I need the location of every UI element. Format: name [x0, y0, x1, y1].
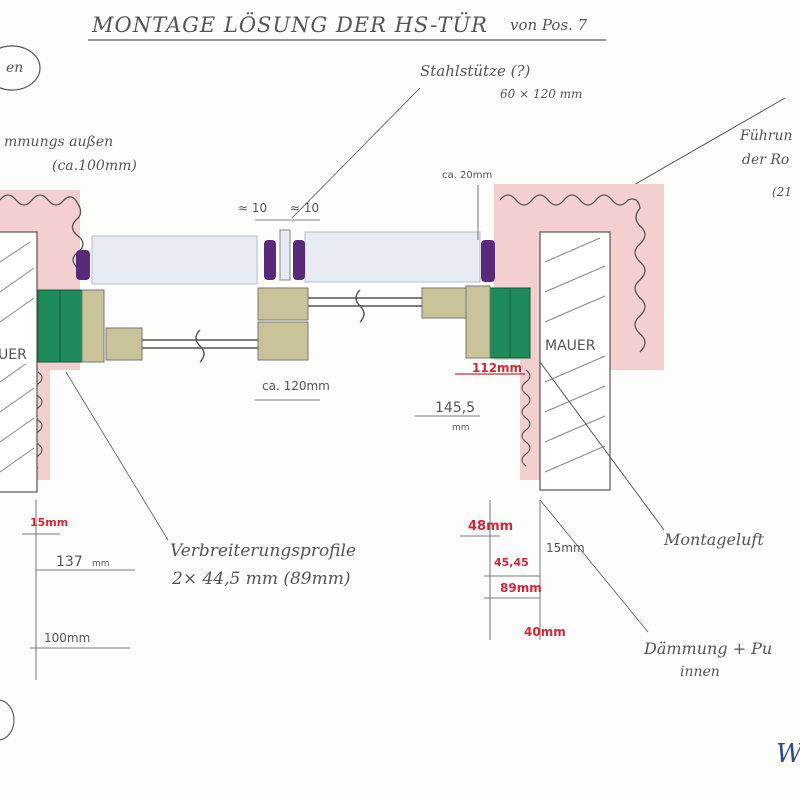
dim-48: 48mm: [468, 519, 513, 534]
seal-center-left: [264, 240, 276, 280]
sash-center-lower: [257, 321, 309, 361]
steel-post: [279, 229, 291, 281]
left-lower-dims: 15mm 137 mm 100mm: [22, 500, 135, 680]
break-mark-lower: [195, 329, 205, 363]
dim-145-unit: mm: [452, 423, 470, 433]
right-lower-dims: 48mm 15mm 45,45 89mm 40mm: [460, 500, 585, 640]
seal-center-right: [293, 240, 305, 280]
insulation-inside-label: Dämmung + Pu: [643, 639, 772, 658]
seal-left: [76, 250, 90, 280]
wall-right-label: MAUER: [545, 338, 596, 354]
sash-center-upper: [257, 287, 309, 321]
insulation-outside-label: mmungs außen: [4, 134, 113, 150]
right-note-line1: Führun: [739, 128, 792, 144]
right-note-line2: der Ro: [742, 152, 789, 168]
seal-right: [481, 240, 495, 282]
signature: W: [776, 739, 800, 769]
profiles-label: Verbreiterungsprofile: [170, 541, 356, 561]
frame-right: [465, 285, 491, 359]
ca20-dim: ca. 20mm: [442, 170, 492, 181]
insulation-inside-leader: [539, 499, 649, 633]
insulation-inside-sub: innen: [680, 664, 720, 680]
dim-40: 40mm: [524, 625, 566, 639]
corner-note: en: [6, 60, 23, 76]
insulation-outside-size: (ca.100mm): [52, 158, 137, 174]
gap-right-dim: ≈ 10: [290, 201, 319, 215]
steel-support-size: 60 × 120 mm: [500, 87, 582, 101]
dim-89: 89mm: [500, 581, 542, 595]
glass-panel-left: [91, 235, 258, 285]
break-mark-upper: [355, 289, 365, 323]
note-circle: [0, 45, 41, 91]
dim-15-right: 15mm: [546, 541, 585, 555]
drawing-title: MONTAGE LÖSUNG DER HS-TÜR: [91, 12, 488, 37]
glass-panel-right: [304, 231, 481, 283]
dim-137: 137: [56, 554, 83, 570]
bottom-circle: [0, 699, 15, 741]
dim-4545: 45,45: [494, 556, 529, 569]
dim-112: 112mm: [472, 361, 522, 375]
dim-145: 145,5: [435, 400, 475, 416]
profiles-size: 2× 44,5 mm (89mm): [171, 569, 351, 589]
drawing-title-position: von Pos. 7: [510, 16, 588, 34]
wall-left: UER: [0, 190, 84, 493]
wall-left-label: UER: [0, 347, 27, 363]
sash-right: [421, 287, 467, 319]
dim-15-left: 15mm: [30, 516, 68, 529]
frame-left: [81, 289, 105, 363]
gap-label: Montageluft: [663, 530, 764, 549]
right-note-line3: (21: [772, 185, 792, 199]
steel-support-label: Stahlstütze (?): [420, 62, 531, 80]
sash-left: [105, 327, 143, 361]
dim-100: 100mm: [44, 631, 90, 645]
wall-right: MAUER: [494, 184, 664, 491]
profiles-leader: [65, 371, 169, 541]
door-section: [37, 229, 531, 363]
gap-leader: [539, 361, 665, 531]
gap-left-dim: ≈ 10: [238, 201, 267, 215]
ca120-dim: ca. 120mm: [262, 379, 330, 393]
dim-137-unit: mm: [92, 559, 110, 569]
steel-support-leader: [291, 87, 421, 219]
